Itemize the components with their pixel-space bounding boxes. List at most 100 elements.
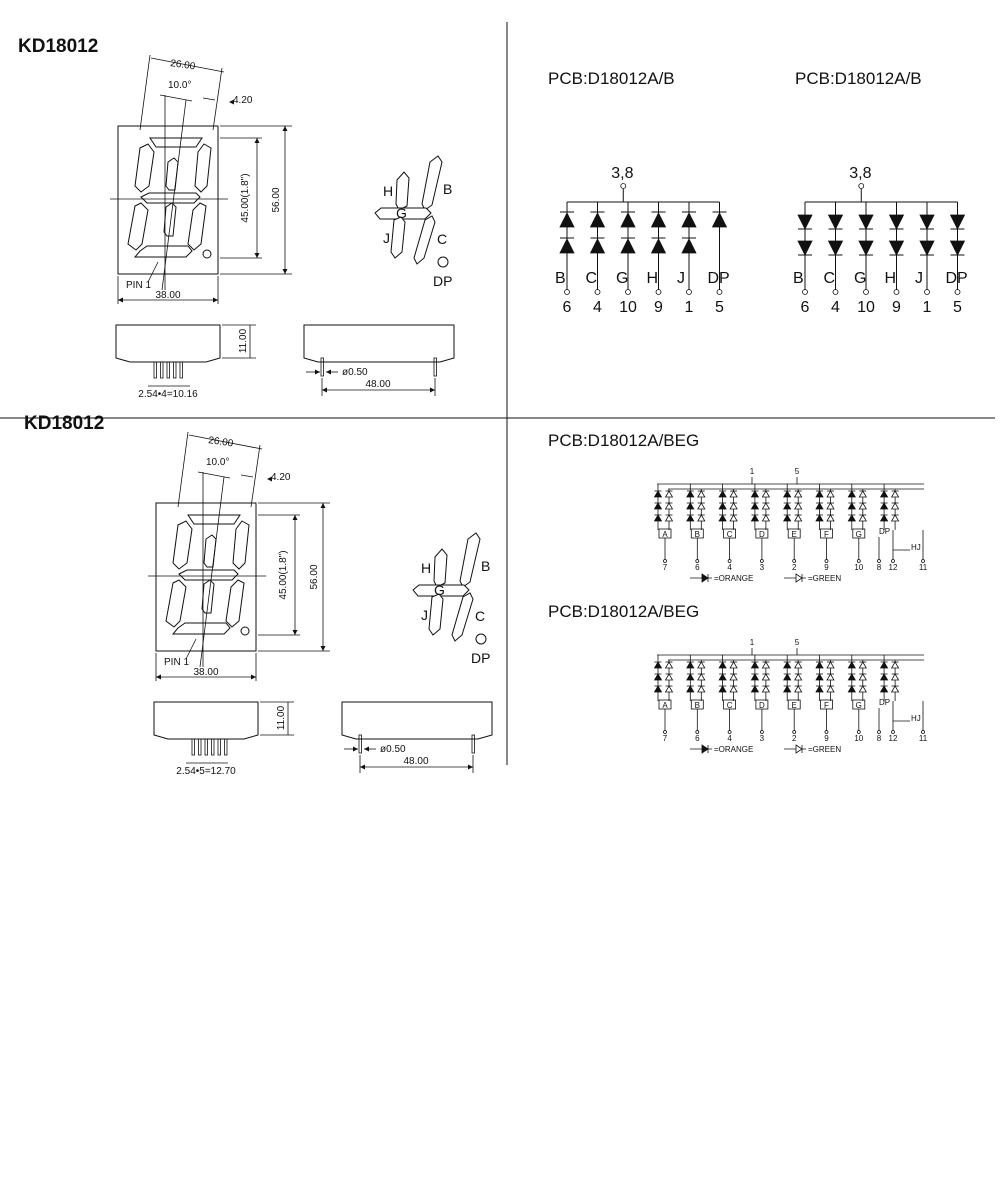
segment-pin-dot [824, 730, 829, 734]
diode-symbol [620, 238, 636, 254]
green-led [858, 685, 867, 693]
orange-led [879, 673, 889, 681]
green-led [794, 490, 803, 498]
legend-orange-led [701, 744, 709, 754]
orange-led [686, 514, 695, 522]
segment-pin-number: 9 [824, 563, 829, 572]
segment-box-label: A [662, 530, 668, 539]
green-led [729, 673, 738, 681]
green-led [858, 673, 867, 681]
orange-led [783, 502, 792, 510]
pin1-leader [185, 638, 197, 660]
segment-pin-dot [695, 559, 700, 563]
key-dp-dot [437, 256, 449, 268]
green-led [858, 514, 867, 522]
circuit-column-dp: DP5 [708, 202, 730, 316]
display-body-front [117, 125, 219, 275]
dp-label: DP [879, 527, 890, 536]
diode-symbol [711, 212, 728, 228]
orange-led [653, 661, 663, 669]
digit-segment-2 [134, 143, 155, 193]
dim-gap: 4.20 [271, 472, 291, 483]
model-title: KD18012 [24, 413, 104, 434]
led-legend: =ORANGE=GREEN [690, 744, 841, 754]
pin-dot [863, 289, 869, 295]
orange-led [718, 673, 727, 681]
dim-pin-dia-arrow [315, 369, 320, 375]
pin-dot [832, 289, 839, 295]
diode-symbol [650, 238, 667, 254]
green-led [729, 661, 738, 669]
segment-label-j: J [421, 607, 428, 623]
side-pin [153, 361, 157, 379]
beg-group-3: C4 [718, 655, 738, 743]
green-led [826, 685, 835, 693]
orange-led [750, 685, 760, 693]
beg-title: PCB:D18012A/BEG [548, 431, 699, 450]
dim-depth: 11.00 [276, 705, 287, 730]
dim-width-arrow-right [213, 297, 218, 303]
segment-label: C [824, 270, 836, 287]
dim-pin-dia-arrow [353, 746, 358, 752]
key-seg-g [412, 584, 470, 597]
end-pin-left [320, 357, 324, 377]
side-pin [160, 361, 164, 379]
dim-width: 38.00 [193, 667, 218, 678]
pin12-dot [891, 730, 895, 734]
beg-group-6: F9 [815, 655, 835, 743]
diode-symbol [559, 212, 575, 228]
dim-width-top: 26.00 [170, 58, 197, 72]
orange-led [783, 490, 792, 498]
segment-label: C [586, 270, 598, 287]
pin-dot [802, 289, 808, 295]
segment-box-label: B [695, 701, 700, 710]
pin-number: 4 [593, 299, 602, 316]
pin-number: 1 [685, 299, 694, 316]
beg-group-7: G10 [847, 655, 867, 743]
green-led [826, 514, 835, 522]
side-pin [179, 361, 183, 379]
side-pin [204, 738, 208, 756]
green-led [664, 514, 674, 522]
orange-led [750, 502, 760, 510]
end-pin-left [358, 734, 362, 754]
orange-led [718, 502, 727, 510]
orange-led [847, 502, 856, 510]
dim-26-line [188, 434, 263, 450]
pin-number: 6 [563, 299, 572, 316]
beg-group-1: A7 [653, 484, 674, 572]
dim-length: 48.00 [365, 379, 390, 390]
segment-label: J [915, 270, 923, 287]
hj-label: HJ [911, 714, 921, 723]
pin-number: 10 [857, 299, 875, 316]
green-led [761, 514, 771, 522]
dim-angle: 10.0° [206, 457, 229, 468]
dp-pin-dot [877, 730, 881, 734]
segment-label-j: J [383, 230, 390, 246]
green-led [664, 673, 674, 681]
dim-length-arrow-left [322, 387, 327, 393]
dim-height: 56.00 [271, 187, 282, 212]
green-led [664, 490, 674, 498]
dim-pitch: 2.54•4=10.16 [138, 389, 198, 400]
dim-height-arrow-bottom [282, 269, 288, 274]
pin-dot [716, 289, 723, 295]
beg-group-5: E2 [783, 655, 803, 743]
digit-segment-9 [163, 202, 177, 237]
orange-led [783, 514, 792, 522]
orange-led [815, 514, 824, 522]
orange-led [718, 490, 727, 498]
digit-segment-7 [171, 622, 231, 635]
legend-green-label: =GREEN [808, 574, 841, 583]
digit-segment-6 [225, 579, 245, 628]
green-led [761, 490, 771, 498]
diode-symbol [827, 214, 844, 230]
beg-group-4: D3 [750, 655, 771, 743]
segment-pin-dot [727, 559, 732, 563]
orange-led [653, 490, 663, 498]
orange-led [847, 685, 856, 693]
beg-group-5: E2 [783, 484, 803, 572]
